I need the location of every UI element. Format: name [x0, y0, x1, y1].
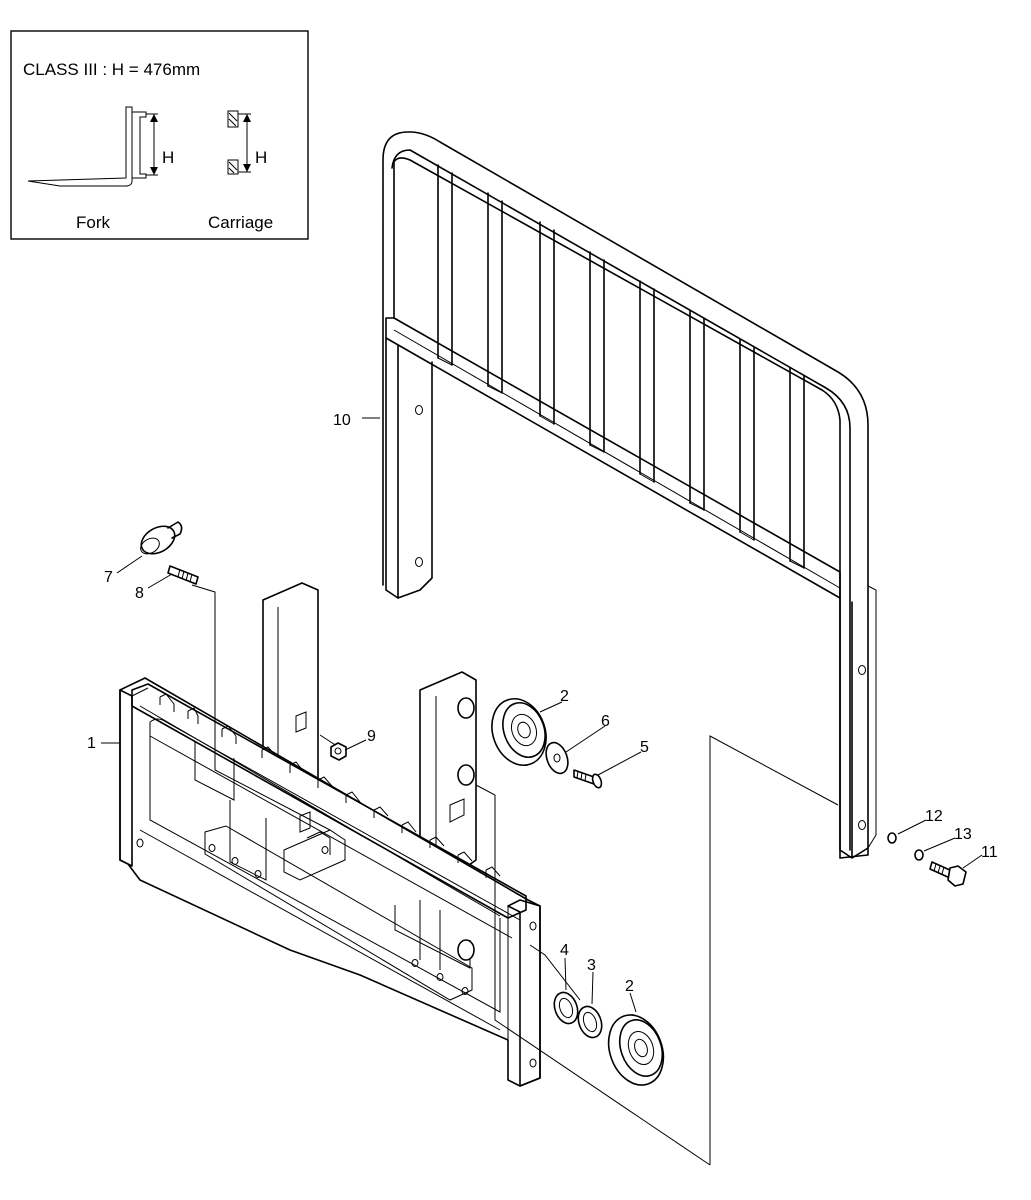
main-roller-2-lower: [607, 1014, 665, 1086]
callout-7: 7: [104, 569, 113, 586]
shim-3: [577, 1005, 603, 1039]
carriage-h-label: H: [255, 148, 267, 167]
screw-5: [573, 769, 603, 789]
callout-5: 5: [640, 739, 649, 756]
fork-caption: Fork: [76, 213, 111, 232]
carriage-caption: Carriage: [208, 213, 273, 232]
washer-6: [545, 741, 569, 775]
callout-4: 4: [560, 942, 569, 959]
callout-2-lower: 2: [625, 978, 634, 995]
callout-1: 1: [87, 735, 96, 752]
callout-8: 8: [135, 585, 144, 602]
shim-4: [553, 991, 579, 1025]
callout-labels: 10 1 7 8 9 2 6 5 4 3 2 12 13 11: [87, 412, 998, 995]
callout-12: 12: [925, 808, 943, 825]
washer-13: [914, 849, 924, 861]
fork-carriage: [119, 582, 541, 1087]
fork-h-label: H: [162, 148, 174, 167]
fork-profile-icon: [27, 106, 158, 187]
load-backrest: [382, 131, 877, 859]
nut-9: [330, 742, 347, 761]
callout-11: 11: [981, 844, 998, 861]
callout-3: 3: [587, 957, 596, 974]
stud-bolt-8: [167, 565, 199, 585]
side-roller-7: [140, 521, 183, 555]
callout-13: 13: [954, 826, 972, 843]
class-inset-box: CLASS III : H = 476mm H H Fork Carriage: [10, 30, 309, 240]
callout-9: 9: [367, 728, 376, 745]
main-roller-2-upper: [491, 698, 547, 766]
callout-10: 10: [333, 412, 351, 429]
callout-leaders: [101, 417, 983, 1013]
callout-6: 6: [601, 713, 610, 730]
carriage-profile-icon: [227, 110, 251, 175]
inset-title: CLASS III : H = 476mm: [23, 60, 200, 79]
bolt-11: [929, 861, 967, 887]
spring-washer-12: [887, 832, 897, 844]
callout-2-upper: 2: [560, 688, 569, 705]
